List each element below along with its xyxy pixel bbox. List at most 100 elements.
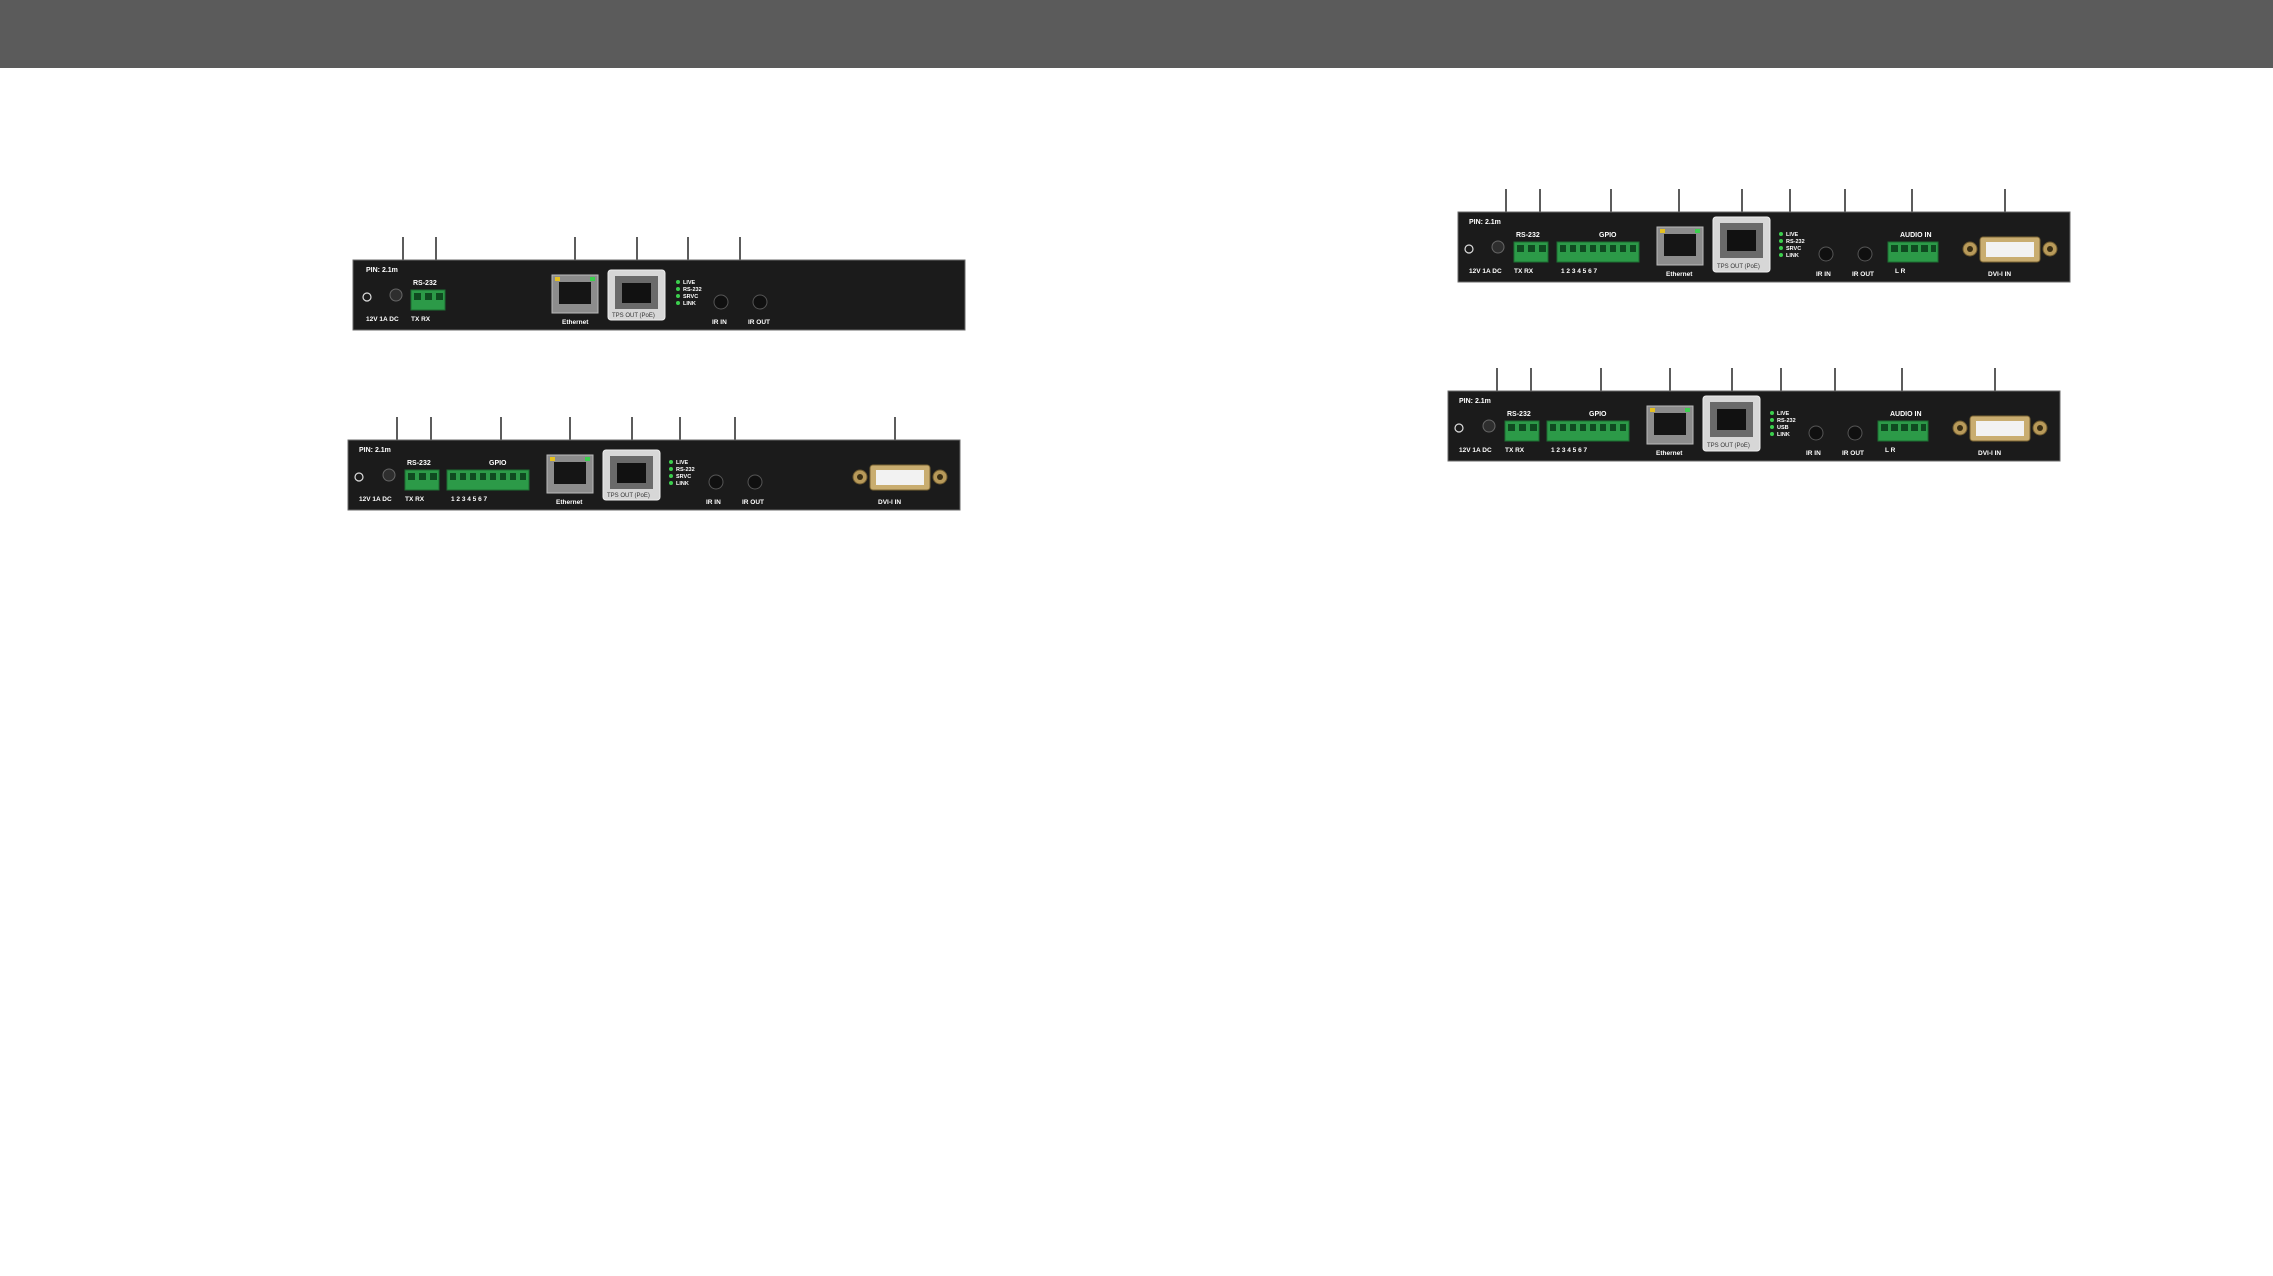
power-jack-icon (1464, 244, 1474, 254)
gpio-terminal[interactable] (1546, 420, 1630, 442)
ir-out-jack[interactable] (1857, 246, 1873, 262)
ir-in-label: IR IN (706, 499, 721, 506)
led-label-1: LIVE (683, 280, 696, 286)
power-label: 12V 1A DC (1459, 447, 1492, 454)
ethernet-label: Ethernet (562, 319, 589, 326)
txrx-label: TX RX (405, 496, 425, 503)
dvi-in-port[interactable] (1962, 236, 2058, 263)
tps-out-port[interactable] (1712, 216, 1771, 273)
gpio-label: GPIO (489, 460, 507, 467)
tps-label: TPS OUT (PoE) (1717, 264, 1760, 270)
gpio-terminal[interactable] (1556, 241, 1640, 263)
rs232-label: RS-232 (413, 280, 437, 287)
top-header-bar (0, 0, 2273, 68)
pin-label: PIN: 2.1m (1469, 219, 1501, 226)
txrx-label: TX RX (1514, 268, 1534, 275)
txrx-label: TX RX (1505, 447, 1525, 454)
led-label-2: RS-232 (683, 287, 702, 293)
ir-out-jack[interactable] (747, 474, 763, 490)
status-leds: LIVE RS-232 USB LINK (1770, 411, 1796, 438)
rs232-label: RS-232 (407, 460, 431, 467)
audio-lr-label: L R (1895, 268, 1906, 275)
power-label: 12V 1A DC (366, 316, 399, 323)
gpio-label: GPIO (1589, 411, 1607, 418)
led-label-3: SRVC (1786, 246, 1801, 252)
ethernet-label: Ethernet (556, 499, 583, 506)
rs232-label: RS-232 (1516, 232, 1540, 239)
led-label-1: LIVE (1777, 411, 1790, 417)
txrx-label: TX RX (411, 316, 431, 323)
ir-in-jack[interactable] (708, 474, 724, 490)
pin-label: PIN: 2.1m (366, 267, 398, 274)
led-label-1: LIVE (676, 460, 689, 466)
dvi-in-port[interactable] (1952, 415, 2048, 442)
led-label-1: LIVE (1786, 232, 1799, 238)
power-jack-icon (1454, 423, 1464, 433)
rs232-terminal[interactable] (1513, 241, 1549, 263)
tps-out-port[interactable] (1702, 395, 1761, 452)
led-label-2: RS-232 (1777, 418, 1796, 424)
gpio-label: GPIO (1599, 232, 1617, 239)
gpio-numbers: 1 2 3 4 5 6 7 (1561, 268, 1598, 275)
ir-in-label: IR IN (1806, 450, 1821, 457)
dvi-label: DVI-I IN (1988, 271, 2011, 278)
ir-in-label: IR IN (712, 319, 727, 326)
ethernet-label: Ethernet (1666, 271, 1693, 278)
ir-out-label: IR OUT (748, 319, 770, 326)
power-label: 12V 1A DC (359, 496, 392, 503)
led-label-4: LINK (676, 481, 689, 487)
ir-out-label: IR OUT (1852, 271, 1874, 278)
ir-out-label: IR OUT (742, 499, 764, 506)
gpio-terminal[interactable] (446, 469, 530, 491)
rs232-label: RS-232 (1507, 411, 1531, 418)
rs232-terminal[interactable] (410, 289, 446, 311)
ethernet-port[interactable] (546, 454, 594, 494)
dc-power-socket[interactable] (1491, 240, 1505, 254)
ir-out-jack[interactable] (1847, 425, 1863, 441)
led-label-3: SRVC (676, 474, 691, 480)
device-rear-panel-1: PIN: 2.1m 12V 1A DC RS-232 TX RX Etherne… (350, 235, 970, 335)
device-rear-panel-2: PIN: 2.1m 12V 1A DC RS-232 TX RX GPIO 1 … (345, 415, 965, 515)
ir-in-jack[interactable] (713, 294, 729, 310)
tps-label: TPS OUT (PoE) (607, 493, 650, 499)
dvi-in-port[interactable] (852, 464, 948, 491)
dc-power-socket[interactable] (389, 288, 403, 302)
pin-label: PIN: 2.1m (1459, 398, 1491, 405)
audio-in-terminal[interactable] (1887, 241, 1939, 263)
ir-in-jack[interactable] (1818, 246, 1834, 262)
led-label-4: LINK (1777, 432, 1790, 438)
ethernet-port[interactable] (1646, 405, 1694, 445)
ethernet-port[interactable] (551, 274, 599, 314)
ir-out-jack[interactable] (752, 294, 768, 310)
status-leds: LIVE RS-232 SRVC LINK (669, 460, 695, 487)
rs232-terminal[interactable] (404, 469, 440, 491)
led-label-2: RS-232 (1786, 239, 1805, 245)
dvi-label: DVI-I IN (1978, 450, 2001, 457)
dc-power-socket[interactable] (382, 468, 396, 482)
device-rear-panel-4: PIN: 2.1m 12V 1A DC RS-232 TX RX GPIO 1 … (1445, 366, 2065, 466)
audio-in-label: AUDIO IN (1890, 411, 1922, 418)
power-jack-icon (354, 472, 364, 482)
ethernet-port[interactable] (1656, 226, 1704, 266)
tps-out-port[interactable] (607, 269, 666, 321)
audio-in-label: AUDIO IN (1900, 232, 1932, 239)
led-label-3: USB (1777, 425, 1789, 431)
status-leds: LIVE RS-232 SRVC LINK (1779, 232, 1805, 259)
rs232-terminal[interactable] (1504, 420, 1540, 442)
ir-out-label: IR OUT (1842, 450, 1864, 457)
device-rear-panel-3: PIN: 2.1m 12V 1A DC RS-232 TX RX GPIO 1 … (1455, 187, 2075, 287)
led-label-4: LINK (683, 301, 696, 307)
audio-in-terminal[interactable] (1877, 420, 1929, 442)
dc-power-socket[interactable] (1482, 419, 1496, 433)
tps-out-port[interactable] (602, 449, 661, 501)
status-leds: LIVE RS-232 SRVC LINK (676, 280, 702, 307)
ir-in-label: IR IN (1816, 271, 1831, 278)
ir-in-jack[interactable] (1808, 425, 1824, 441)
power-jack-icon (362, 292, 372, 302)
led-label-3: SRVC (683, 294, 698, 300)
gpio-numbers: 1 2 3 4 5 6 7 (1551, 447, 1588, 454)
gpio-numbers: 1 2 3 4 5 6 7 (451, 496, 488, 503)
tps-label: TPS OUT (PoE) (1707, 443, 1750, 449)
led-label-2: RS-232 (676, 467, 695, 473)
audio-lr-label: L R (1885, 447, 1896, 454)
